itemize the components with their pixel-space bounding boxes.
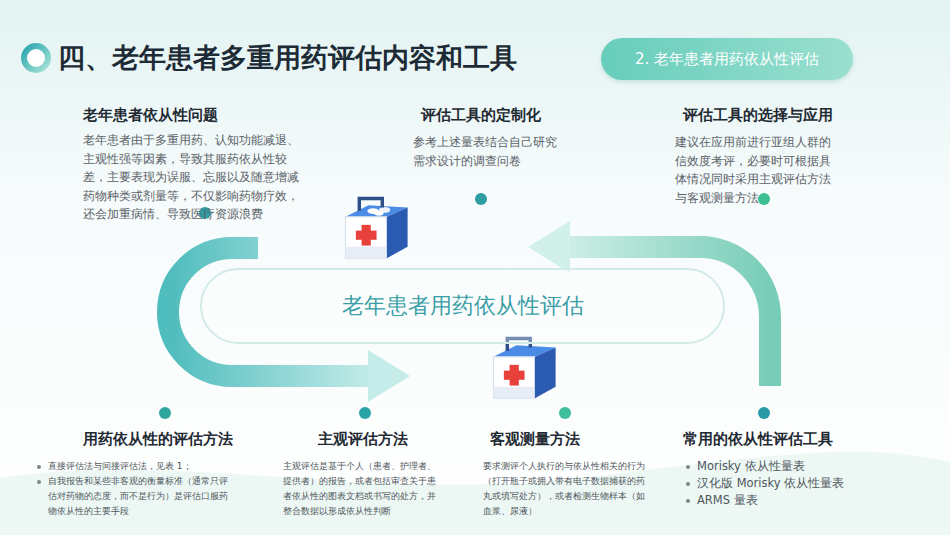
marker-dot <box>559 407 571 419</box>
marker-dot <box>159 407 171 419</box>
bullet-dot <box>37 465 41 469</box>
slide-title: 四、老年患者多重用药评估内容和工具 <box>58 40 517 76</box>
cycle-arrow-head <box>368 350 410 402</box>
list-item: ARMS 量表 <box>697 492 897 509</box>
marker-dot <box>359 407 371 419</box>
node-text: 老年患者用药依从性评估 <box>342 291 584 321</box>
bullet-dot <box>686 465 690 469</box>
background-wave <box>0 452 950 535</box>
section-body: 主观评估是基于个人（患者、护理者、提供者）的报告，或者包括审查关于患者依从性的图… <box>283 459 443 519</box>
marker-dot <box>758 193 770 205</box>
medicine-kit-icon <box>494 338 556 398</box>
section-heading: 评估工具的选择与应用 <box>683 106 883 125</box>
section-heading: 主观评估方法 <box>318 430 458 449</box>
list-item: 汉化版 Morisky 依从性量表 <box>697 475 897 492</box>
section-heading: 常用的依从性评估工具 <box>683 430 903 449</box>
medicine-kit-icon <box>346 198 408 258</box>
bullet-dot <box>686 499 690 503</box>
section-body: 参考上述量表结合自己研究需求设计的调查问卷 <box>413 133 567 170</box>
section-heading: 客观测量方法 <box>490 430 630 449</box>
title-ring-icon <box>24 46 48 70</box>
node-text: 2. 老年患者用药依从性评估 <box>635 50 819 69</box>
section-pill: 2. 老年患者用药依从性评估 <box>601 38 853 80</box>
section-heading: 用药依从性的评估方法 <box>83 430 283 449</box>
bullet-dot <box>37 480 41 484</box>
section-body: 建议在应用前进行亚组人群的信效度考评，必要时可根据具体情况同时采用主观评估方法与… <box>675 133 840 207</box>
bullet-dot <box>686 482 690 486</box>
cycle-arrow-head <box>528 221 570 273</box>
bullet-text: 直接评估法与间接评估法，见表 1； <box>48 459 248 474</box>
section-body: 要求测评个人执行的与依从性相关的行为（打开瓶子或拥入带有电子数据捕获的药丸或填写… <box>483 459 649 519</box>
list-item: Morisky 依从性量表 <box>697 458 897 475</box>
bullet-text: 自我报告和某些非客观的衡量标准（通常只评估对药物的态度，而不是行为）是评估口服药… <box>48 474 232 519</box>
marker-dot <box>475 193 487 205</box>
marker-dot <box>758 407 770 419</box>
center-capsule: 老年患者用药依从性评估 <box>200 268 725 344</box>
section-body: 老年患者由于多重用药、认知功能减退、主观性强等因素，导致其服药依从性较差，主要表… <box>83 131 305 224</box>
section-heading: 评估工具的定制化 <box>421 106 591 125</box>
section-heading: 老年患者依从性问题 <box>83 106 323 125</box>
